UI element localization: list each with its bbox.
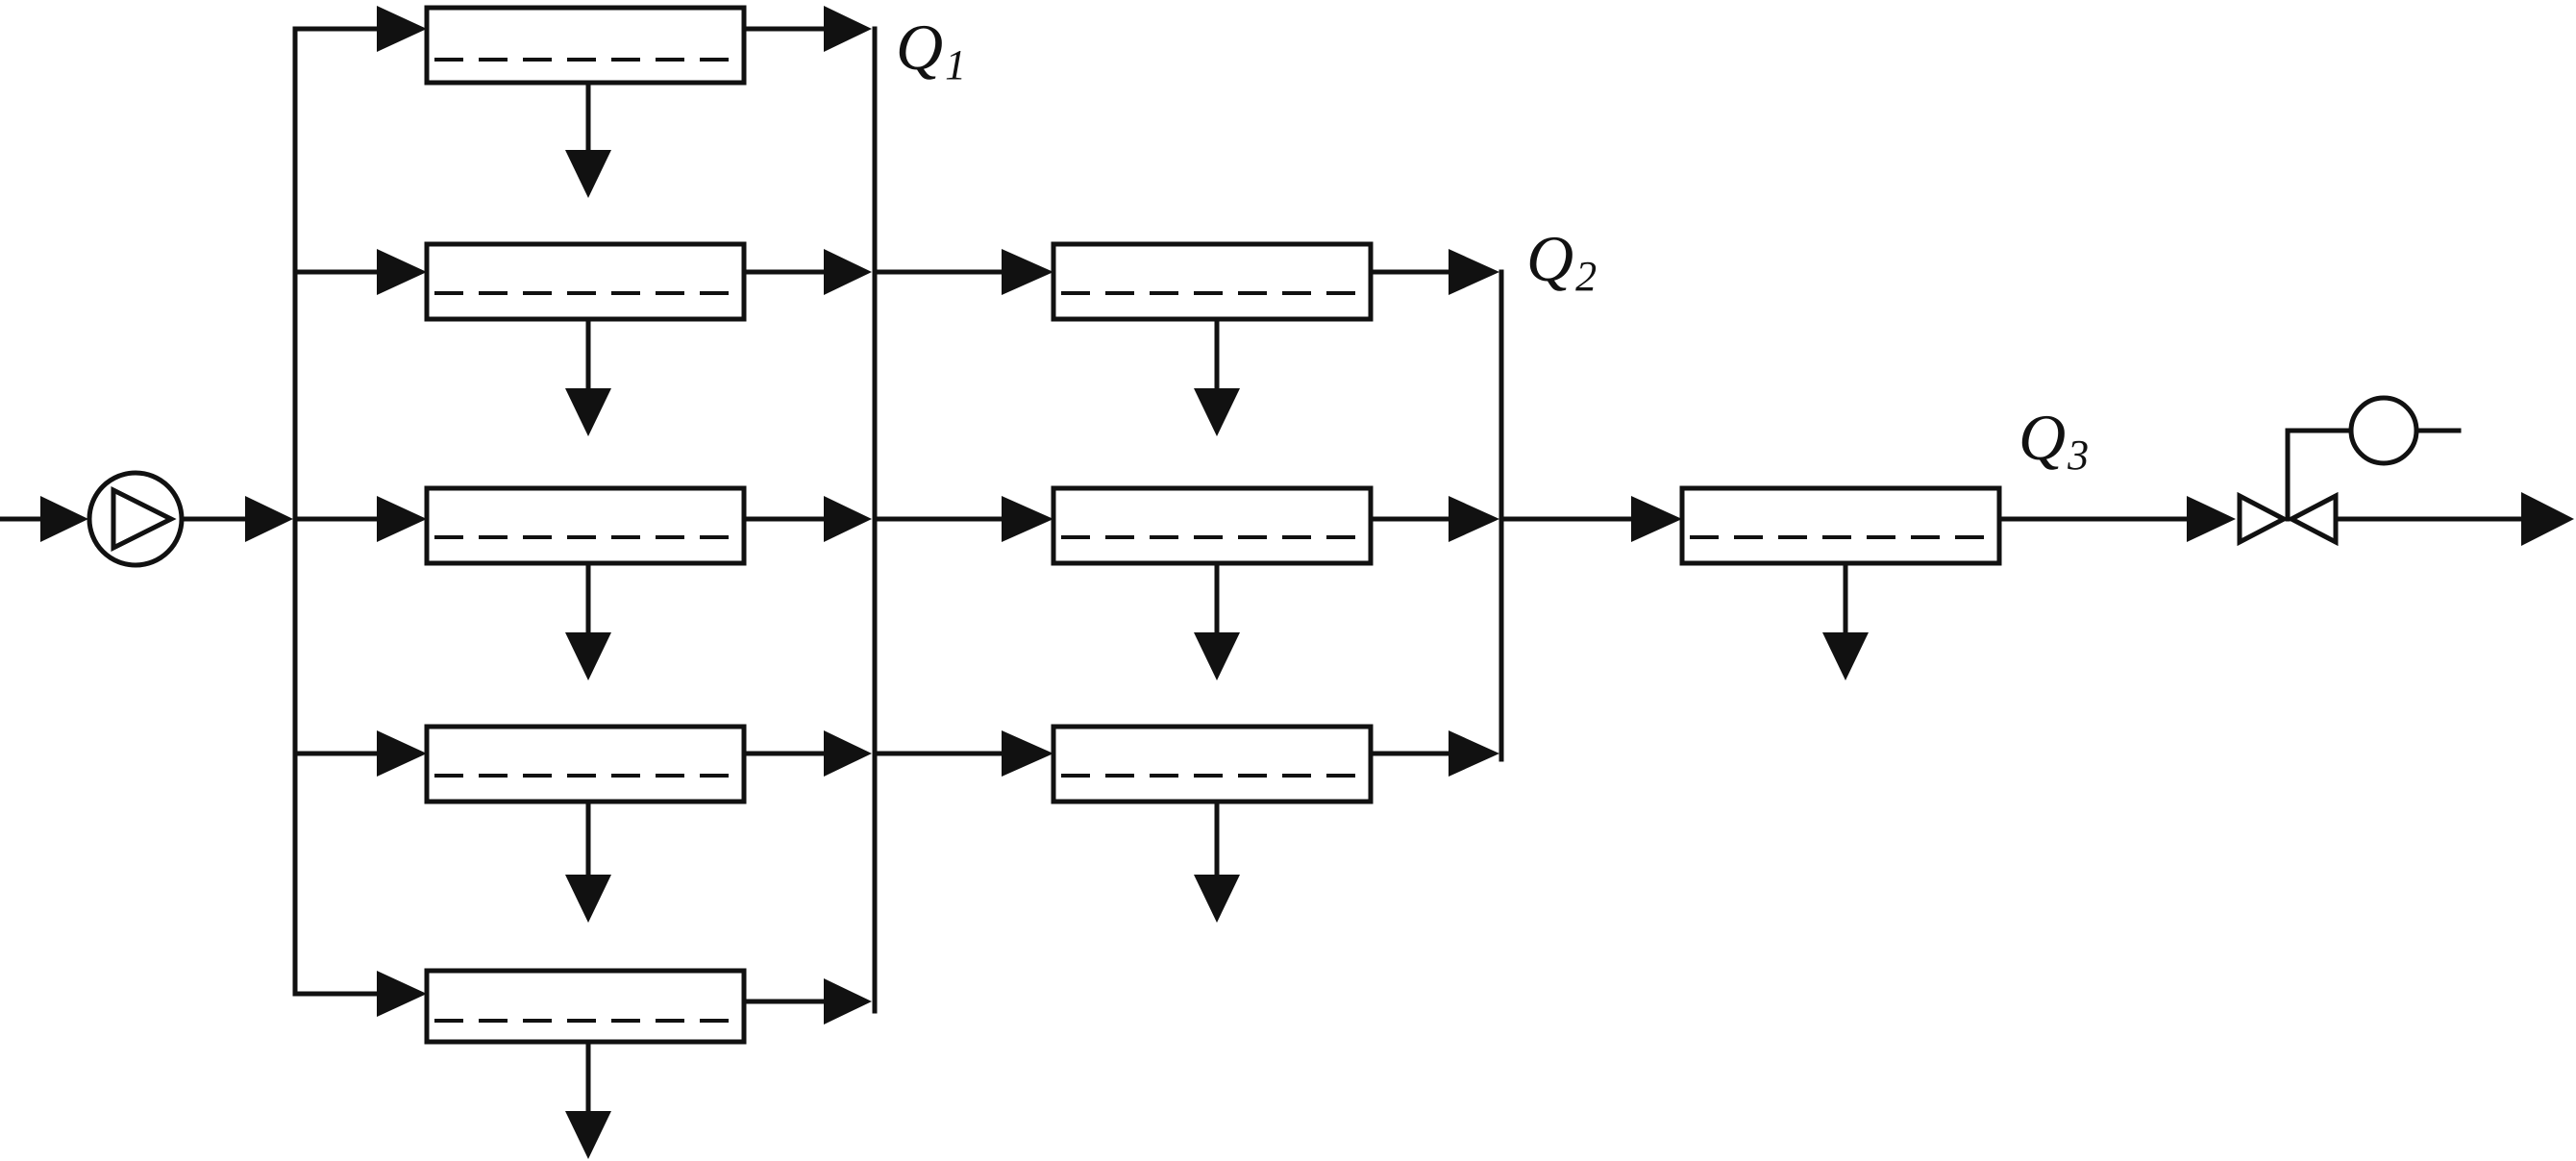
stream-label-q1: Q1 xyxy=(896,11,966,88)
stage-1-module-2 xyxy=(292,241,872,436)
stage-1-module-3 xyxy=(292,485,872,680)
stage-2-module-3 xyxy=(872,724,1499,923)
product-outlet-line xyxy=(2333,492,2574,546)
stream-label-q3: Q3 xyxy=(2019,401,2089,479)
stage-1-module-4 xyxy=(292,724,872,923)
concentrate-outlet-line xyxy=(1996,496,2236,542)
stage-2-module-1 xyxy=(872,241,1499,436)
stage-3-module-1 xyxy=(1499,485,2002,680)
pump-icon xyxy=(87,470,185,568)
stage-1-module-1 xyxy=(292,5,872,198)
stage-2-module-2 xyxy=(872,485,1499,680)
stream-label-q2: Q2 xyxy=(1526,222,1597,300)
feed-line xyxy=(0,496,293,542)
stage-1-module-5 xyxy=(292,968,872,1159)
pressure-gauge-icon xyxy=(2285,395,2462,522)
valve-icon xyxy=(2237,491,2339,547)
